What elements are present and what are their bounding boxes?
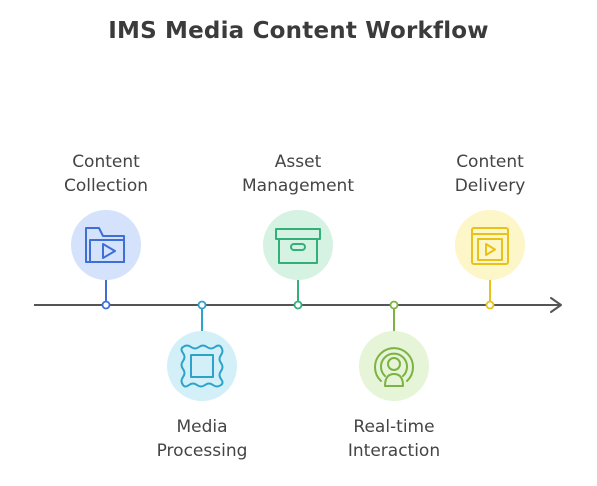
label-line-1: Real-time [353, 417, 435, 437]
label-line-2: Interaction [347, 441, 441, 461]
label-line-2: Collection [63, 176, 149, 196]
timeline-dot [389, 300, 399, 310]
icon-circle [167, 331, 237, 401]
step-label-content-collection: Content Collection [26, 150, 186, 198]
timeline-dot [485, 300, 495, 310]
timeline-arrow-head [550, 297, 562, 313]
icon-circle [359, 331, 429, 401]
framed-square-icon [180, 344, 224, 388]
label-line-1: Media [176, 417, 228, 437]
label-line-1: Content [456, 152, 524, 172]
step-real-time-interaction [359, 300, 429, 401]
label-line-2: Management [242, 176, 354, 196]
step-content-collection [71, 210, 141, 310]
timeline-dot [197, 300, 207, 310]
label-line-2: Processing [156, 441, 248, 461]
timeline-dot [293, 300, 303, 310]
page-title: IMS Media Content Workflow [108, 18, 489, 44]
step-content-delivery [455, 210, 525, 310]
label-line-2: Delivery [454, 176, 526, 196]
archive-box-icon [275, 228, 321, 264]
step-media-processing [167, 300, 237, 401]
timeline-dot [101, 300, 111, 310]
step-label-media-processing: Media Processing [122, 415, 282, 463]
step-label-content-delivery: Content Delivery [410, 150, 570, 198]
icon-circle [455, 210, 525, 280]
video-book-icon [471, 227, 509, 265]
step-asset-management [263, 210, 333, 310]
label-line-1: Asset [274, 152, 322, 172]
step-label-real-time-interaction: Real-time Interaction [314, 415, 474, 463]
folder-video-icon [85, 227, 125, 263]
step-label-asset-management: Asset Management [218, 150, 378, 198]
broadcast-user-icon [374, 347, 414, 387]
label-line-1: Content [72, 152, 140, 172]
